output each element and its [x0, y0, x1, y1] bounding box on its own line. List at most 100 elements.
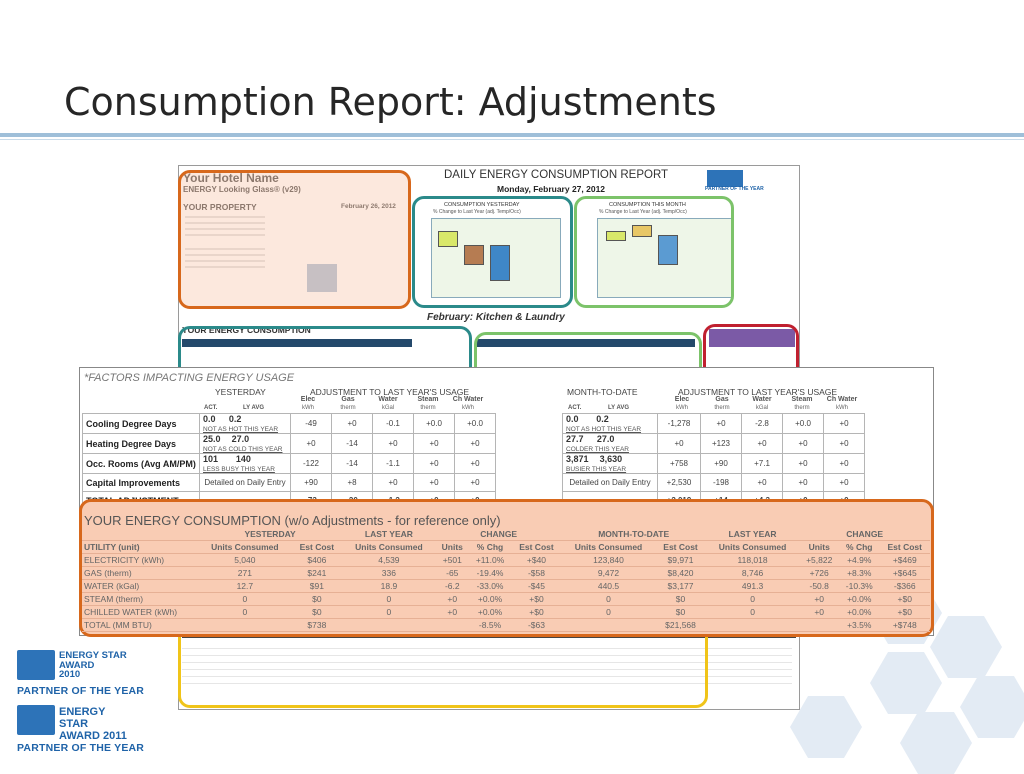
col-header: Units — [435, 540, 469, 554]
col-head: Ch Water — [452, 396, 484, 403]
adj-cell: +0 — [741, 473, 783, 492]
adj-cell: -122 — [290, 453, 332, 474]
adj-cell: -49 — [290, 413, 332, 434]
row-label: Capital Improvements — [82, 473, 200, 492]
col-heads-mtd: Elec Gas Water Steam Ch Water — [662, 396, 862, 403]
outline-yesterday-chart — [412, 196, 573, 308]
empty-cell — [82, 528, 198, 541]
value-cell: 5,040 — [198, 553, 292, 567]
outline-consumption — [178, 326, 472, 372]
unit-head: kGal — [381, 405, 395, 411]
note: BUSIER THIS YEAR — [566, 466, 627, 473]
outline-budget — [703, 324, 799, 372]
value-cell: 123,840 — [561, 553, 656, 567]
value-cell: 271 — [198, 566, 292, 580]
utility-label: ELECTRICITY (kWh) — [82, 553, 198, 567]
property-text-lines — [185, 216, 265, 218]
value-cell: +0.0% — [468, 605, 512, 619]
unit-head: kWh — [462, 405, 474, 411]
unit-head: therm — [420, 405, 436, 411]
adj-cell: +0.0 — [782, 413, 824, 434]
adj-cell: -1,278 — [657, 413, 701, 434]
value-cell: +0.0% — [839, 592, 880, 606]
col-head: Gas — [715, 396, 729, 403]
table-row: Capital Improvements Detailed on Daily E… — [82, 473, 496, 492]
total-cell: $21,568 — [655, 618, 706, 632]
unit-head: kWh — [302, 405, 314, 411]
adj-cell: +0 — [741, 433, 783, 454]
adj-cell: +0 — [413, 473, 455, 492]
total-cell — [561, 618, 656, 632]
col-head: Water — [378, 396, 398, 403]
col-head: Steam — [417, 396, 439, 403]
value-cell: 0 — [342, 592, 436, 606]
adj-cell: +90 — [700, 453, 742, 474]
your-property: YOUR PROPERTY — [183, 202, 257, 212]
adj-cell: +123 — [700, 433, 742, 454]
col-header: Est Cost — [291, 540, 343, 554]
ly-value: 140 — [235, 454, 251, 464]
unit-head: therm — [340, 405, 356, 411]
outline-property — [178, 170, 411, 309]
adj-cell: +0 — [823, 433, 865, 454]
partner-of-year-2011: PARTNER OF THE YEAR — [17, 742, 145, 754]
energy-star-badge-icon — [707, 170, 743, 187]
value-cell: 8,746 — [705, 566, 800, 580]
note: NOT AS HOT THIS YEAR — [566, 426, 642, 433]
adj-cell: -14 — [331, 453, 373, 474]
value-cell: 0 — [342, 605, 436, 619]
adj-cell: +0 — [413, 433, 455, 454]
total-cell: $738 — [291, 618, 343, 632]
bar-gas — [464, 245, 484, 265]
table-row: Detailed on Daily Entry +2,530 -198 +0 +… — [562, 473, 865, 492]
col-header: Units Consumed — [705, 540, 800, 554]
act-value: 0.0 — [203, 414, 216, 424]
note: NOT AS COLD THIS YEAR — [203, 446, 283, 453]
value-cell: -10.3% — [839, 579, 880, 593]
value-cell: +$469 — [879, 553, 930, 567]
ly-value: 3,630 — [599, 454, 623, 464]
row-label: Occ. Rooms (Avg AM/PM) — [82, 453, 200, 474]
group-header: LAST YEAR — [342, 528, 436, 541]
adj-cell: +0 — [372, 433, 414, 454]
total-cell: +3.5% — [839, 618, 880, 632]
group-header: CHANGE — [799, 528, 930, 541]
value-cell: 0 — [198, 605, 292, 619]
adj-cell: -1.1 — [372, 453, 414, 474]
value-cell: +11.0% — [468, 553, 512, 567]
ly-value: 0.2 — [596, 414, 609, 424]
adj-cell: +0 — [454, 453, 496, 474]
value-cell: $241 — [291, 566, 343, 580]
outline-month — [474, 332, 702, 372]
value-cell: 0 — [198, 592, 292, 606]
logo-line: 2010 — [59, 669, 81, 680]
bar-water — [490, 245, 510, 281]
utility-label: STEAM (therm) — [82, 592, 198, 606]
adj-cell: +0 — [782, 453, 824, 474]
group-header: MONTH-TO-DATE — [561, 528, 706, 541]
adj-cell: +8 — [331, 473, 373, 492]
energy-star-icon — [17, 705, 55, 735]
act-value: 27.7 — [566, 434, 584, 444]
adj-cell: -198 — [700, 473, 742, 492]
adjustment-label-mtd: ADJUSTMENT TO LAST YEAR'S USAGE — [678, 387, 838, 397]
adj-cell: +0 — [823, 453, 865, 474]
your-energy-heading: YOUR ENERGY CONSUMPTION — [182, 325, 311, 335]
value-cell: -6.2 — [435, 579, 469, 593]
value-cell: $0 — [291, 605, 343, 619]
value-cell: +501 — [435, 553, 469, 567]
budget-header — [709, 329, 795, 347]
value-cell: +0 — [799, 592, 839, 606]
col-header: Est Cost — [511, 540, 562, 554]
act-value: 0.0 — [566, 414, 579, 424]
value-cell: -65 — [435, 566, 469, 580]
group-header-row: YESTERDAY LAST YEAR CHANGE MONTH-TO-DATE… — [82, 528, 930, 541]
partner-of-year-2010: PARTNER OF THE YEAR — [17, 685, 145, 697]
